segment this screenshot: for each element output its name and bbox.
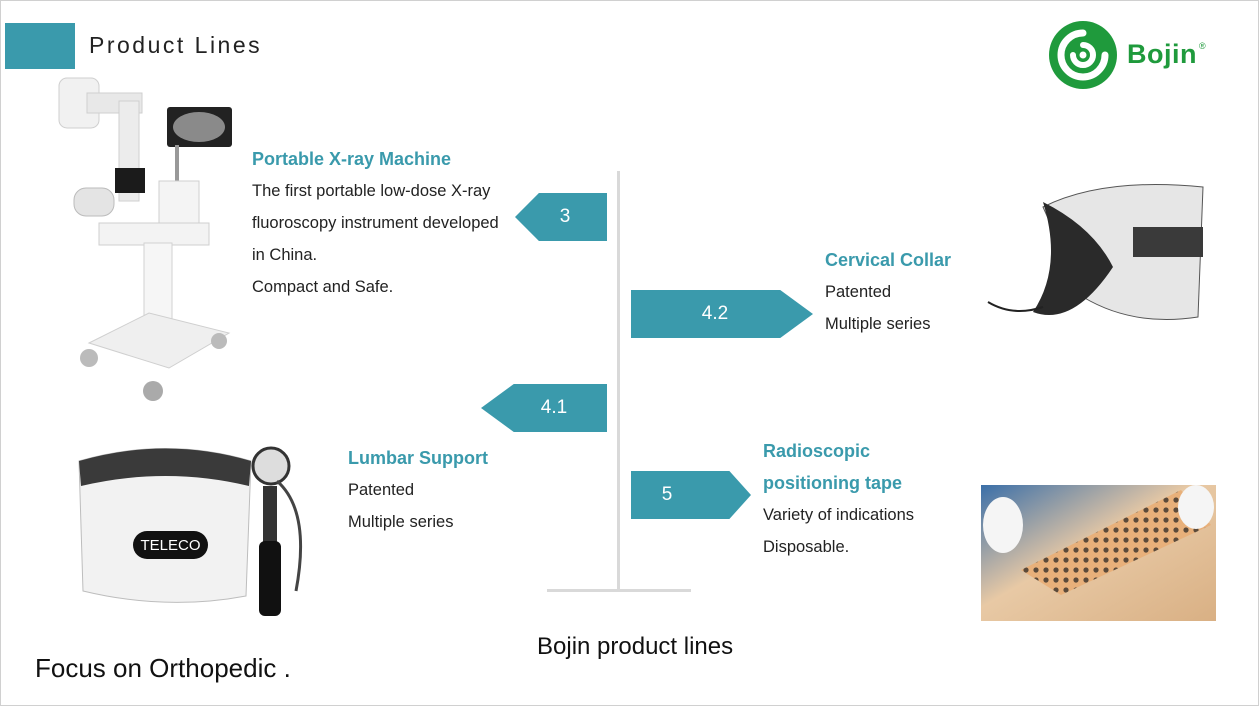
arrow-badge-4-1: 4.1 [481,384,607,432]
arrow-badge-label: 4.1 [540,397,568,418]
product-desc-line: Patented [825,283,892,301]
arrow-badge-4-2: 4.2 [631,290,813,338]
product-desc-line: The first portable low-dose X-ray [252,182,491,200]
product-desc-line: fluoroscopy instrument developed [252,214,499,232]
product-title: Cervical Collar [825,250,952,270]
positioning-tape-image [981,485,1216,621]
product-desc-line: in China. [252,246,318,264]
product-desc-line: Patented [348,481,415,499]
product-desc-line: Multiple series [825,315,931,333]
product-desc-line: Multiple series [348,513,454,531]
product-title: Radioscopic [763,441,871,461]
product-cervical-collar: Cervical Collar Patented Multiple series [825,244,951,340]
arrow-badge-5: 5 [631,471,751,519]
product-title: Portable X-ray Machine [252,149,452,169]
product-positioning-tape: Radioscopic positioning tape Variety of … [763,435,914,563]
title-accent-block [5,23,75,69]
teleco-label: TELECO [140,537,200,554]
product-title: positioning tape [763,473,902,493]
product-desc-line: Compact and Safe. [252,278,394,296]
bojin-logo-icon [1049,21,1117,89]
product-lumbar-support: Lumbar Support Patented Multiple series [348,442,488,538]
product-xray: Portable X-ray Machine The first portabl… [252,143,499,303]
product-desc-line: Variety of indications [763,506,915,524]
slide-title: Product Lines [89,32,263,58]
product-desc-line: Disposable. [763,538,850,556]
arrow-badge-label: 3 [559,206,571,227]
cervical-collar-image [987,184,1204,320]
registered-mark: ® [1199,41,1206,51]
product-title: Lumbar Support [348,448,488,468]
arrow-badge-label: 5 [661,484,673,505]
timeline-base-line [547,589,691,592]
arrow-badge-3: 3 [515,193,607,241]
arrow-badge-label: 4.2 [701,303,729,324]
timeline-vertical-line [617,171,620,591]
footer-caption: Bojin product lines [537,633,734,660]
lumbar-support-image: TELECO [78,446,303,616]
footer-tagline: Focus on Orthopedic . [35,653,291,683]
xray-machine-image [58,77,232,401]
brand-name: Bojin [1127,39,1197,69]
